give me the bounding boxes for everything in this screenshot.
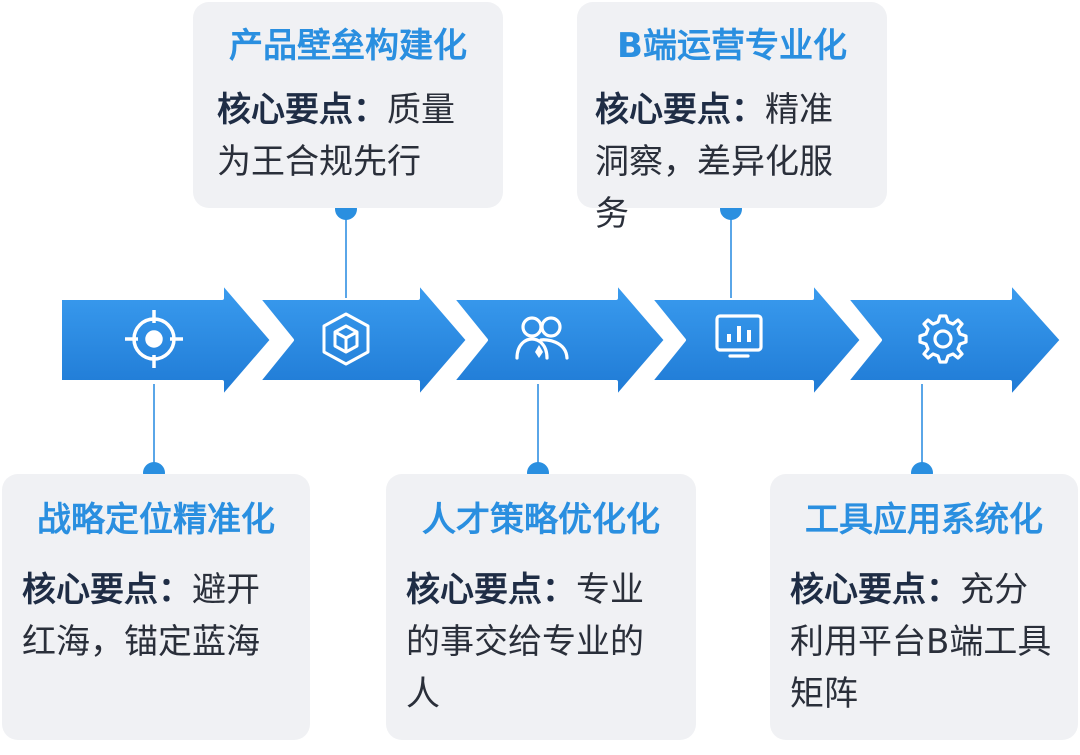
- gear-icon: [918, 314, 968, 364]
- stage-title: 战略定位精准化: [37, 500, 275, 540]
- connector-line-2: [345, 210, 347, 298]
- connector-line-5: [921, 384, 923, 472]
- stage-card-talent-strategy: 人才策略优化化 核心要点：专业的事交给专业的人: [386, 474, 696, 740]
- stage-title: 人才策略优化化: [422, 500, 660, 540]
- key-point-text: 避开红海，锚定蓝海: [22, 570, 260, 662]
- connector-line-4: [730, 210, 732, 298]
- stage-title: 工具应用系统化: [805, 500, 1043, 540]
- stage-description: 核心要点：避开红海，锚定蓝海: [22, 564, 288, 668]
- arrow-segment-3: [450, 280, 668, 400]
- arrow-segment-5: [844, 280, 1064, 400]
- key-point-text: 专业的事交给专业的人: [406, 570, 644, 714]
- stage-description: 核心要点：质量为王合规先行: [217, 84, 479, 188]
- key-point-label: 核心要点：: [790, 570, 960, 610]
- arrow-segment-4: [648, 280, 864, 400]
- stage-card-tool-application: 工具应用系统化 核心要点：充分利用平台B端工具矩阵: [770, 474, 1078, 740]
- cube-icon: [322, 312, 370, 366]
- stage-card-product-barrier: 产品壁垒构建化 核心要点：质量为王合规先行: [193, 2, 503, 208]
- chart-monitor-icon: [715, 314, 763, 358]
- key-point-label: 核心要点：: [217, 90, 387, 130]
- stage-description: 核心要点：专业的事交给专业的人: [406, 564, 672, 720]
- stage-title: B端运营专业化: [617, 26, 847, 66]
- people-icon: [515, 316, 569, 360]
- stage-description: 核心要点：充分利用平台B端工具矩阵: [790, 564, 1054, 720]
- key-point-text: 充分利用平台B端工具矩阵: [790, 570, 1052, 714]
- key-point-label: 核心要点：: [595, 90, 765, 130]
- key-point-text: 精准洞察，差异化服务: [595, 90, 833, 234]
- stage-card-strategic-positioning: 战略定位精准化 核心要点：避开红海，锚定蓝海: [2, 474, 310, 740]
- connector-line-3: [537, 384, 539, 472]
- connector-line-1: [153, 384, 155, 472]
- key-point-label: 核心要点：: [406, 570, 576, 610]
- arrow-segment-1: [58, 280, 274, 400]
- arrow-segment-2: [256, 280, 470, 400]
- stage-title: 产品壁垒构建化: [229, 26, 467, 66]
- stage-description: 核心要点：精准洞察，差异化服务: [595, 84, 865, 240]
- target-icon: [125, 310, 183, 368]
- key-point-text: 质量为王合规先行: [217, 90, 455, 182]
- stage-card-b2b-operations: B端运营专业化 核心要点：精准洞察，差异化服务: [577, 2, 887, 234]
- key-point-label: 核心要点：: [22, 570, 192, 610]
